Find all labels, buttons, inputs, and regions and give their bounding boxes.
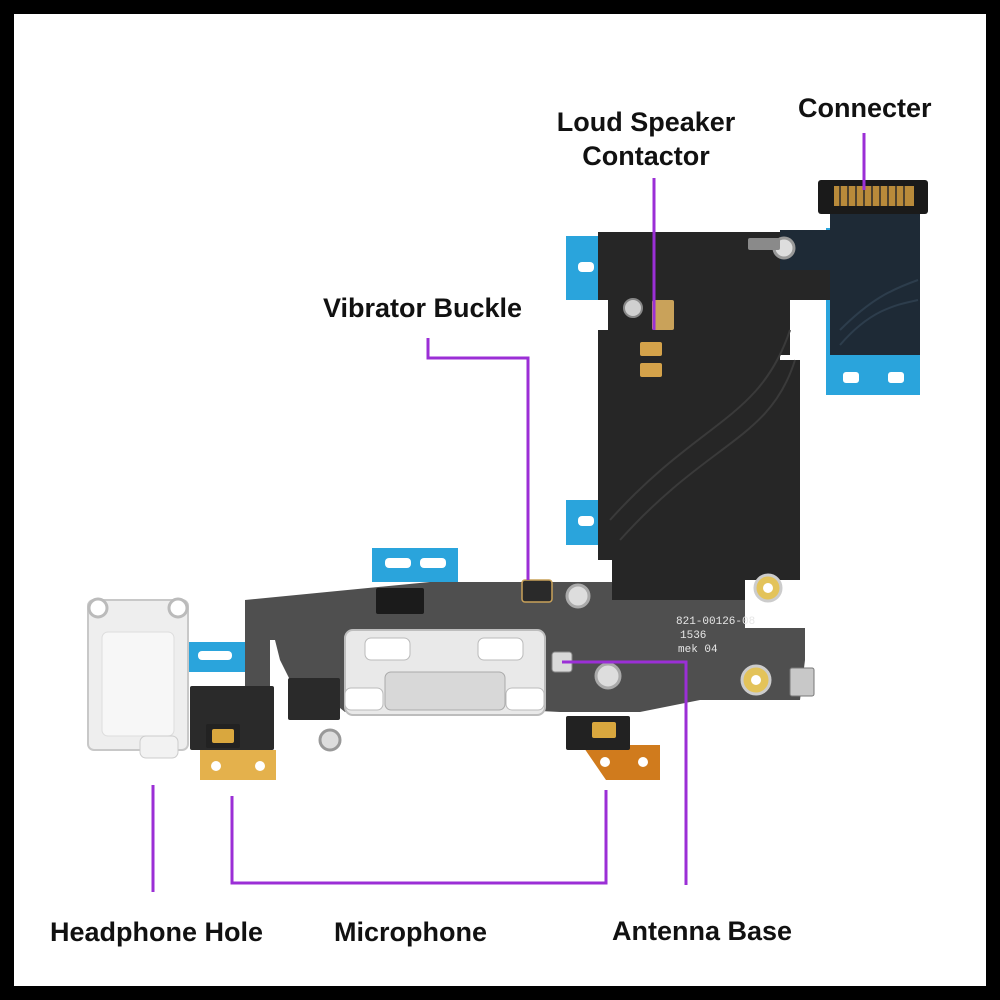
lightning-port-tab: [505, 687, 545, 711]
blue-tab-hole: [888, 372, 904, 383]
speaker-contact-pad: [640, 342, 662, 356]
diagram-background: [14, 14, 986, 986]
flex-trace: [839, 279, 919, 331]
connector-pin-lines: [839, 186, 905, 206]
vibrator-buckle-clip: [521, 579, 553, 603]
microphone-flex-hole: [600, 757, 610, 767]
leader-antenna-base: [562, 660, 688, 885]
label-antenna-base: Antenna Base: [612, 916, 793, 946]
microphone-flex: [200, 750, 276, 780]
small-bracket: [789, 667, 815, 697]
speaker-contact-spring: [652, 300, 674, 330]
mount-ring-hole: [763, 583, 773, 593]
label-loud-speaker-line2: Contactor: [582, 141, 710, 171]
blue-tab-top: [372, 548, 458, 582]
lightning-port-tab: [344, 687, 384, 711]
lightning-port-tab: [477, 637, 524, 661]
flex-trace: [839, 299, 919, 346]
headphone-jack-mount: [87, 597, 109, 619]
microphone-flex-hole: [255, 761, 265, 771]
label-microphone: Microphone: [334, 917, 487, 947]
microphone-chip-face: [212, 729, 234, 743]
blue-tab-hole: [578, 516, 594, 526]
blue-tab-hole: [578, 262, 594, 272]
board-part-number: 821-00126-08: [676, 616, 755, 628]
microphone-left: [200, 724, 276, 780]
label-headphone-hole: Headphone Hole: [50, 917, 264, 947]
connector-arm: [780, 190, 920, 355]
board-vendor-code: mek 04: [678, 644, 718, 656]
leader-vibrator-buckle: [426, 338, 530, 580]
flex-trace: [609, 329, 791, 521]
label-vibrator-buckle: Vibrator Buckle: [323, 293, 523, 323]
headphone-jack-face: [101, 631, 175, 737]
microphone-flex: [582, 745, 660, 780]
microphone-flex-hole: [211, 761, 221, 771]
lightning-port-opening: [384, 671, 506, 711]
lower-flex-cable: 821-00126-08 1536 mek 04: [188, 548, 815, 752]
black-flex-body: [598, 232, 830, 600]
blue-tab-hole: [385, 558, 411, 568]
leader-lines: [151, 133, 866, 892]
lightning-port-tab: [364, 637, 411, 661]
connector-pins: [834, 186, 914, 206]
mount-ring-hole: [751, 675, 761, 685]
mount-ring: [623, 298, 643, 318]
mount-ring: [594, 662, 622, 690]
headphone-jack-mount: [167, 597, 189, 619]
blue-tab-hole: [420, 558, 446, 568]
component-chip: [376, 588, 424, 614]
mount-ring: [565, 583, 591, 609]
upper-flex-cable: [566, 180, 928, 603]
flex-trace: [619, 359, 796, 541]
microphone-chip-face: [592, 722, 616, 738]
component-block: [288, 678, 340, 720]
microphone-flex-hole: [638, 757, 648, 767]
leader-microphone: [230, 790, 608, 885]
label-loud-speaker-line1: Loud Speaker: [556, 107, 736, 137]
label-connecter: Connecter: [798, 93, 932, 123]
headphone-jack-ring: [139, 735, 179, 759]
blue-tab-hole: [843, 372, 859, 383]
microphone-right: [566, 716, 660, 780]
blue-tab-hole: [198, 651, 232, 660]
speaker-contact-pad: [640, 363, 662, 377]
board-date-code: 1536: [680, 630, 706, 642]
headphone-jack: [87, 597, 189, 759]
mount-ring: [318, 728, 342, 752]
mount-bracket: [748, 238, 780, 250]
